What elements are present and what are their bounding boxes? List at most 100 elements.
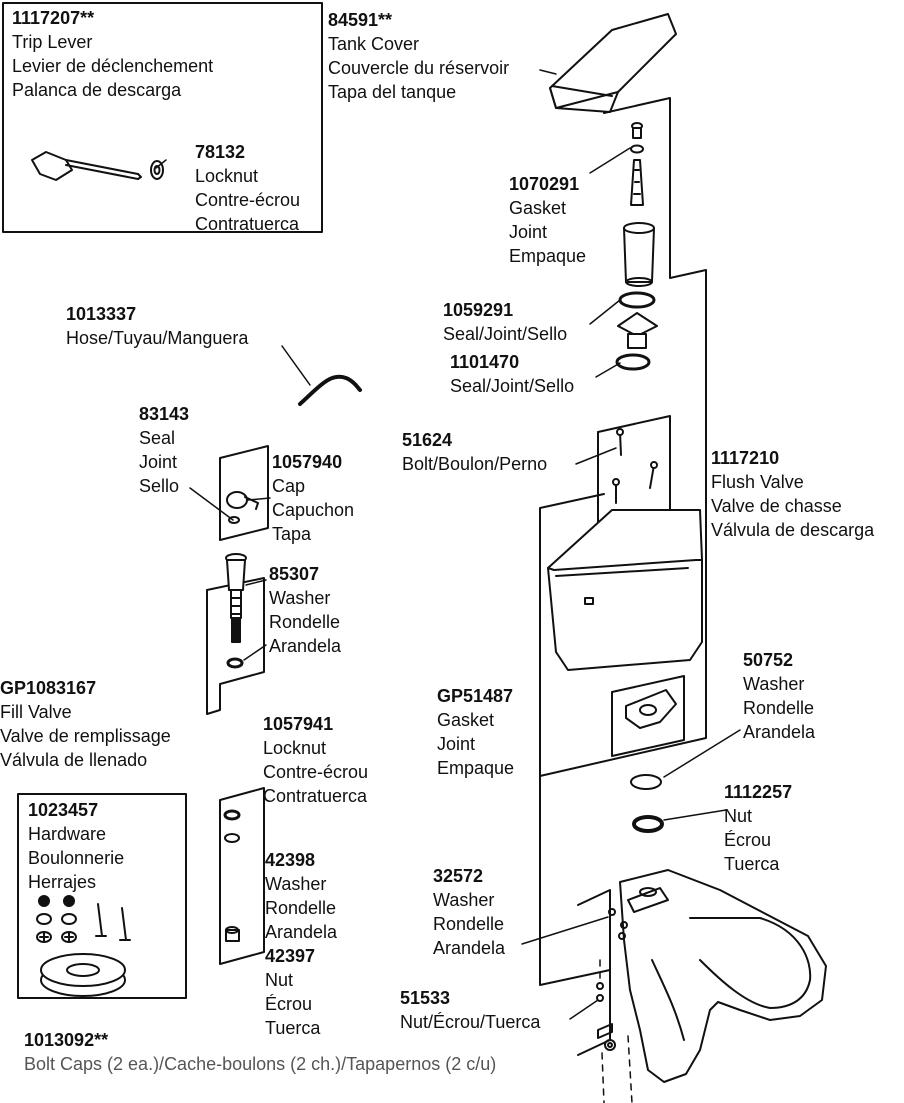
label-washer-50752: 50752 Washer Rondelle Arandela xyxy=(743,648,815,744)
label-bolt-caps: 1013092** Bolt Caps (2 ea.)/Cache-boulon… xyxy=(24,1028,496,1076)
part-name-en: Washer xyxy=(265,874,327,894)
part-name-fr: Valve de remplissage xyxy=(0,726,171,746)
part-name: Nut/Écrou/Tuerca xyxy=(400,1012,541,1032)
part-name-en: Flush Valve xyxy=(711,472,804,492)
part-name-en: Washer xyxy=(433,890,495,910)
part-name-es: Contratuerca xyxy=(263,786,368,806)
part-name-fr: Rondelle xyxy=(265,898,337,918)
seal-1059291-icon xyxy=(618,291,656,309)
part-name-fr: Rondelle xyxy=(433,914,505,934)
part-name-es: Tuerca xyxy=(724,854,780,874)
part-name-fr: Boulonnerie xyxy=(28,848,125,868)
label-flush-valve: 1117210 Flush Valve Valve de chasse Válv… xyxy=(711,446,874,542)
label-trip-lever: 1117207** Trip Lever Levier de déclenche… xyxy=(12,6,213,102)
part-name-es: Empaque xyxy=(437,758,515,778)
part-name-en: Hardware xyxy=(28,824,107,844)
part-name-fr: Rondelle xyxy=(269,612,341,632)
lower-panel xyxy=(539,775,611,986)
tank-bolts-icon xyxy=(612,428,658,504)
bowl-icon xyxy=(619,869,827,1083)
part-name-fr: Écrou xyxy=(724,830,772,850)
part-number: 84591** xyxy=(328,10,393,30)
flush-valve-panel xyxy=(539,97,707,777)
label-washer-42398: 42398 Washer Rondelle Arandela xyxy=(265,848,337,944)
part-name-es: Arandela xyxy=(265,922,338,942)
part-number: 1101470 xyxy=(450,352,520,372)
part-name-fr: Capuchon xyxy=(272,500,355,520)
part-name-fr: Écrou xyxy=(265,994,313,1014)
label-nut-1112257: 1112257 Nut Écrou Tuerca xyxy=(724,780,792,876)
washer-50752-icon xyxy=(630,774,662,790)
leader-lines xyxy=(155,69,741,1020)
bowl-bolt-panel xyxy=(577,889,611,1056)
label-bolt: 51624 Bolt/Boulon/Perno xyxy=(402,428,547,476)
part-number: 1013337 xyxy=(66,304,137,324)
label-fill-seal: 83143 Seal Joint Sello xyxy=(139,402,189,498)
locknut-panel xyxy=(219,787,265,965)
part-name-es: Arandela xyxy=(269,636,342,656)
part-name-fr: Contre-écrou xyxy=(195,190,301,210)
part-number: 1057941 xyxy=(263,714,334,734)
part-name-en: Trip Lever xyxy=(12,32,93,52)
hardware-inset-box xyxy=(17,793,187,999)
part-name: Bolt/Boulon/Perno xyxy=(402,454,548,474)
flapper-icon xyxy=(617,312,658,349)
label-fill-washer: 85307 Washer Rondelle Arandela xyxy=(269,562,341,658)
part-number: 83143 xyxy=(139,404,190,424)
part-number: 1057940 xyxy=(272,452,343,472)
label-flush-gasket: 1070291 Gasket Joint Empaque xyxy=(509,172,586,268)
part-name: Seal/Joint/Sello xyxy=(450,376,575,396)
flush-valve-parts xyxy=(623,122,655,287)
part-name-es: Válvula de descarga xyxy=(711,520,875,540)
part-name-en: Cap xyxy=(272,476,306,496)
part-name-fr: Levier de déclenchement xyxy=(12,56,214,76)
label-seal-1059291: 1059291 Seal/Joint/Sello xyxy=(443,298,567,346)
hardware-parts-icon xyxy=(36,895,131,943)
part-number: 51624 xyxy=(402,430,453,450)
part-number: 1117210 xyxy=(711,448,780,468)
label-washer-32572: 32572 Washer Rondelle Arandela xyxy=(433,864,505,960)
part-name-es: Tapa del tanque xyxy=(328,82,457,102)
fill-valve-icon xyxy=(225,553,247,643)
fill-seal-icon xyxy=(228,516,240,524)
part-name-es: Arandela xyxy=(433,938,506,958)
part-name-en: Locknut xyxy=(263,738,327,758)
label-hardware: 1023457 Hardware Boulonnerie Herrajes xyxy=(28,798,124,894)
part-name-en: Seal xyxy=(139,428,176,448)
part-name-fr: Joint xyxy=(139,452,178,472)
bowl-bolt-parts xyxy=(596,908,628,1051)
part-name-es: Empaque xyxy=(509,246,587,266)
washer-42398-icon xyxy=(224,833,240,843)
part-name-es: Sello xyxy=(139,476,180,496)
wax-ring-icon xyxy=(40,953,126,997)
part-name-en: Nut xyxy=(265,970,294,990)
gasket-gp51487-icon xyxy=(625,689,677,729)
part-name-fr: Couvercle du réservoir xyxy=(328,58,510,78)
gasket-panel xyxy=(611,675,685,757)
part-name-fr: Joint xyxy=(437,734,476,754)
part-name-es: Palanca de descarga xyxy=(12,80,182,100)
part-name-en: Locknut xyxy=(195,166,259,186)
locknut-icon xyxy=(223,809,241,821)
part-number: 42397 xyxy=(265,946,316,966)
fill-valve-panel xyxy=(206,577,265,715)
part-name-en: Washer xyxy=(269,588,331,608)
seal-1101470-icon xyxy=(615,353,651,371)
part-name: Bolt Caps (2 ea.)/Cache-boulons (2 ch.)/… xyxy=(24,1054,497,1074)
part-name: Seal/Joint/Sello xyxy=(443,324,568,344)
cap-icon xyxy=(226,491,259,510)
label-hose: 1013337 Hose/Tuyau/Manguera xyxy=(66,302,248,350)
fill-washer-icon xyxy=(226,657,244,669)
part-name-es: Tapa xyxy=(272,524,312,544)
part-number: GP1083167 xyxy=(0,678,97,698)
label-gasket-gp51487: GP51487 Gasket Joint Empaque xyxy=(437,684,514,780)
part-name-fr: Rondelle xyxy=(743,698,815,718)
part-name-fr: Joint xyxy=(509,222,548,242)
label-locknut: 1057941 Locknut Contre-écrou Contratuerc… xyxy=(263,712,368,808)
trip-lever-inset-box xyxy=(2,2,323,233)
part-number: 1070291 xyxy=(509,174,580,194)
part-name-en: Tank Cover xyxy=(328,34,420,54)
part-number: 50752 xyxy=(743,650,794,670)
